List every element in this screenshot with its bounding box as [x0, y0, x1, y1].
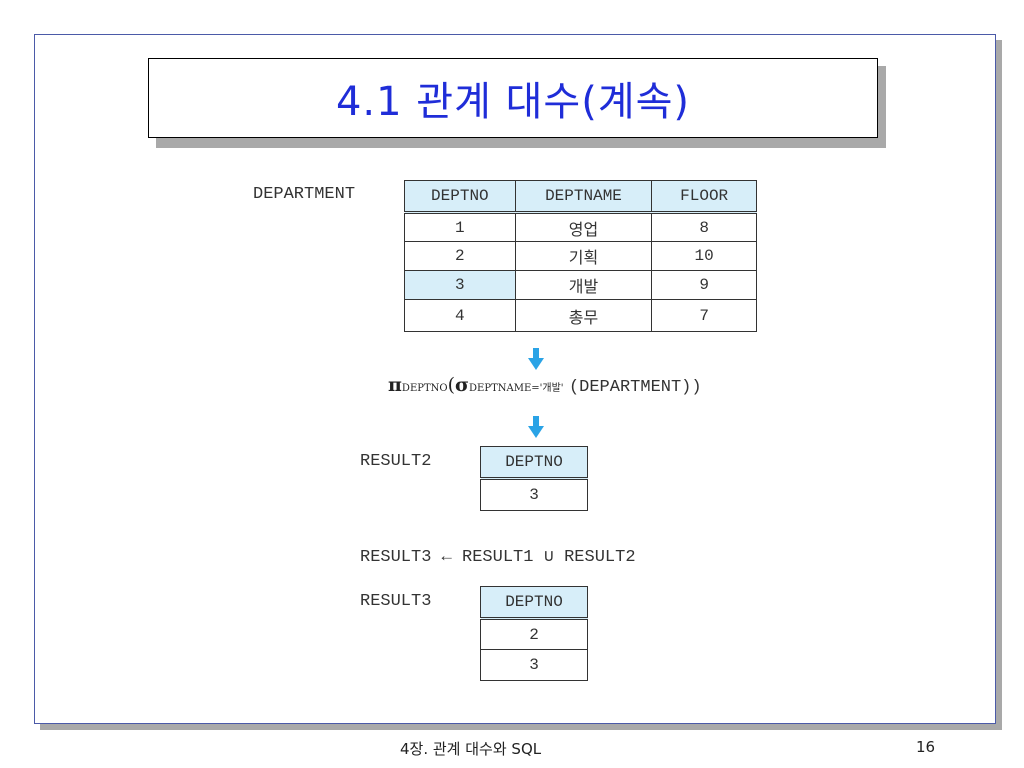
result3-table: DEPTNO 2 3 — [480, 586, 588, 681]
table-header-row: DEPTNO — [480, 446, 588, 480]
table-cell: 총무 — [514, 299, 653, 332]
table-cell: 10 — [651, 241, 757, 271]
table-row: 2 — [480, 618, 588, 650]
column-header-deptno: DEPTNO — [404, 180, 516, 214]
expression-argument: (DEPARTMENT)) — [568, 378, 702, 397]
union-left-operand: RESULT1 — [462, 548, 534, 567]
table-cell-highlighted: 3 — [404, 270, 516, 300]
table-cell: 3 — [480, 478, 588, 511]
table-row: 1 영업 8 — [404, 212, 757, 242]
footer-text: 4장. 관계 대수와 SQL — [400, 740, 542, 758]
slide-title: 4.1 관계 대수(계속) — [335, 79, 691, 125]
table-row: 2 기획 10 — [404, 241, 757, 271]
table-cell: 기획 — [514, 241, 653, 271]
table-header-row: DEPTNO — [480, 586, 588, 620]
department-label: DEPARTMENT — [253, 185, 356, 204]
table-cell: 개발 — [514, 270, 653, 300]
column-header-deptno: DEPTNO — [480, 446, 588, 480]
result2-table: DEPTNO 3 — [480, 446, 588, 511]
table-cell: 9 — [651, 270, 757, 300]
table-row: 4 총무 7 — [404, 299, 757, 332]
table-cell: 8 — [651, 212, 757, 242]
selection-symbol: σ — [455, 374, 470, 396]
relational-expression: πDEPTNO(σDEPTNAME='개발' (DEPARTMENT)) — [388, 374, 702, 397]
table-cell: 3 — [480, 649, 588, 681]
union-operator: ∪ — [543, 548, 554, 567]
table-cell: 7 — [651, 299, 757, 332]
open-paren: ( — [447, 374, 456, 396]
selection-condition: DEPTNAME='개발' — [469, 383, 564, 394]
column-header-deptname: DEPTNAME — [514, 180, 653, 214]
union-statement: RESULT3 ← RESULT1 ∪ RESULT2 — [360, 546, 636, 567]
table-cell: 영업 — [514, 212, 653, 242]
result2-label: RESULT2 — [360, 452, 432, 471]
table-cell: 1 — [404, 212, 516, 242]
table-row: 3 — [480, 649, 588, 681]
projection-attribute: DEPTNO — [401, 383, 448, 394]
projection-symbol: π — [388, 374, 402, 396]
title-box: 4.1 관계 대수(계속) — [148, 58, 878, 138]
column-header-floor: FLOOR — [651, 180, 757, 214]
table-cell: 4 — [404, 299, 516, 332]
union-right-operand: RESULT2 — [564, 548, 636, 567]
assignment-arrow-icon: ← — [441, 548, 452, 567]
page-number: 16 — [916, 738, 936, 756]
column-header-deptno: DEPTNO — [480, 586, 588, 620]
table-cell: 2 — [480, 618, 588, 650]
table-row: 3 개발 9 — [404, 270, 757, 300]
down-arrow-icon — [528, 416, 544, 438]
department-table: DEPTNO DEPTNAME FLOOR 1 영업 8 2 기획 10 3 개… — [404, 180, 757, 332]
table-header-row: DEPTNO DEPTNAME FLOOR — [404, 180, 757, 214]
down-arrow-icon — [528, 348, 544, 370]
table-row: 3 — [480, 478, 588, 511]
result3-label: RESULT3 — [360, 592, 432, 611]
table-cell: 2 — [404, 241, 516, 271]
union-target: RESULT3 — [360, 548, 432, 567]
